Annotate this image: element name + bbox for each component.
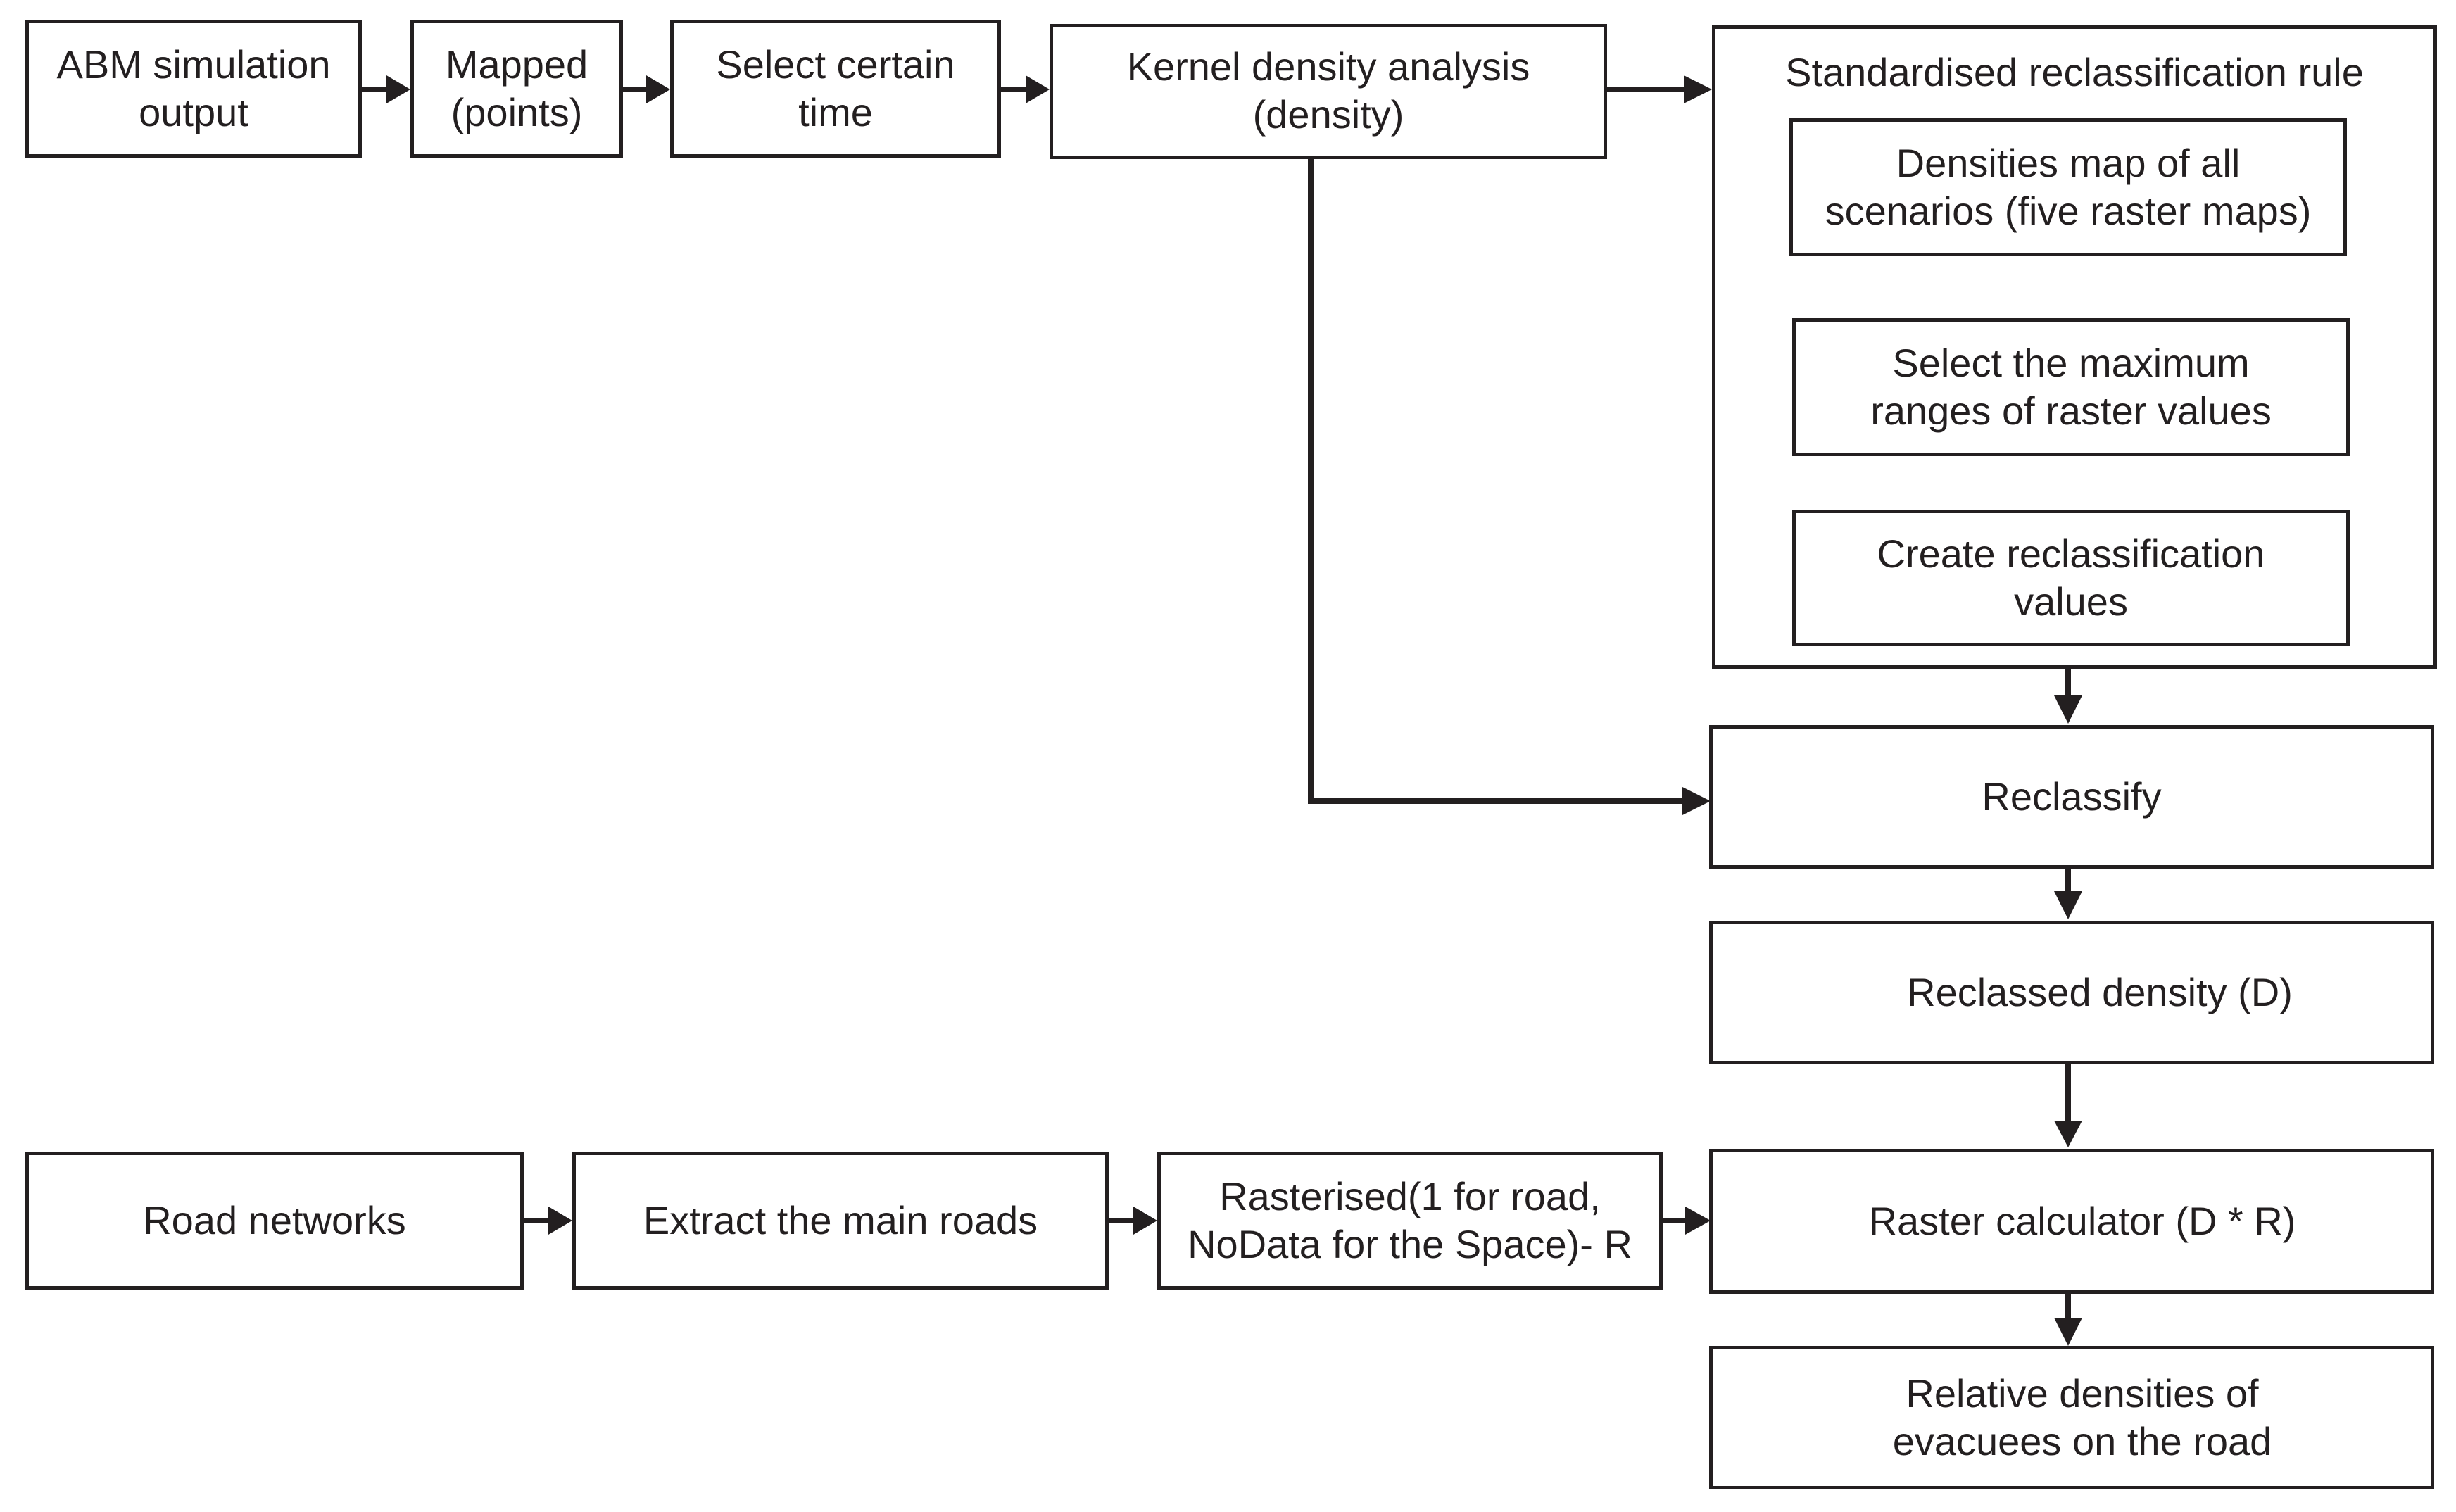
reclassify-box: Reclassify	[1709, 725, 2434, 869]
extract-main-roads-box: Extract the main roads	[572, 1152, 1109, 1290]
select-certain-time-box: Select certain time	[670, 20, 1001, 158]
create-reclassification-values-box: Create reclassification values	[1792, 510, 2350, 646]
relative-densities-box: Relative densities of evacuees on the ro…	[1709, 1346, 2434, 1489]
mapped-points-box: Mapped (points)	[410, 20, 623, 158]
arrow-mapped-to-select-time	[622, 75, 670, 103]
arrow-reclassed-to-raster-calc	[2054, 1061, 2082, 1147]
road-networks-box: Road networks	[25, 1152, 524, 1290]
arrow-kernel-to-reclassify	[1308, 158, 1711, 815]
raster-calculator-box: Raster calculator (D * R)	[1709, 1149, 2434, 1294]
arrow-kernel-to-reclass-rule	[1606, 75, 1712, 103]
arrow-extract-to-rasterised	[1108, 1207, 1157, 1235]
kernel-density-analysis-box: Kernel density analysis (density)	[1050, 24, 1607, 159]
arrow-abm-to-mapped	[361, 75, 410, 103]
rasterised-box: Rasterised(1 for road, NoData for the Sp…	[1157, 1152, 1663, 1290]
densities-map-box: Densities map of all scenarios (five ras…	[1789, 118, 2347, 256]
arrow-reclassify-to-reclassed	[2054, 866, 2082, 919]
select-maximum-ranges-box: Select the maximum ranges of raster valu…	[1792, 318, 2350, 456]
abm-simulation-output-box: ABM simulation output	[25, 20, 362, 158]
arrow-raster-calc-to-relative	[2054, 1292, 2082, 1346]
arrow-rule-to-reclassify	[2054, 666, 2082, 724]
arrow-road-to-extract	[523, 1207, 572, 1235]
reclassed-density-box: Reclassed density (D)	[1709, 921, 2434, 1064]
arrow-select-time-to-kernel	[1000, 75, 1050, 103]
reclassification-rule-title: Standardised reclassification rule	[1785, 50, 2364, 94]
arrow-rasterised-to-raster-calc	[1661, 1207, 1711, 1235]
